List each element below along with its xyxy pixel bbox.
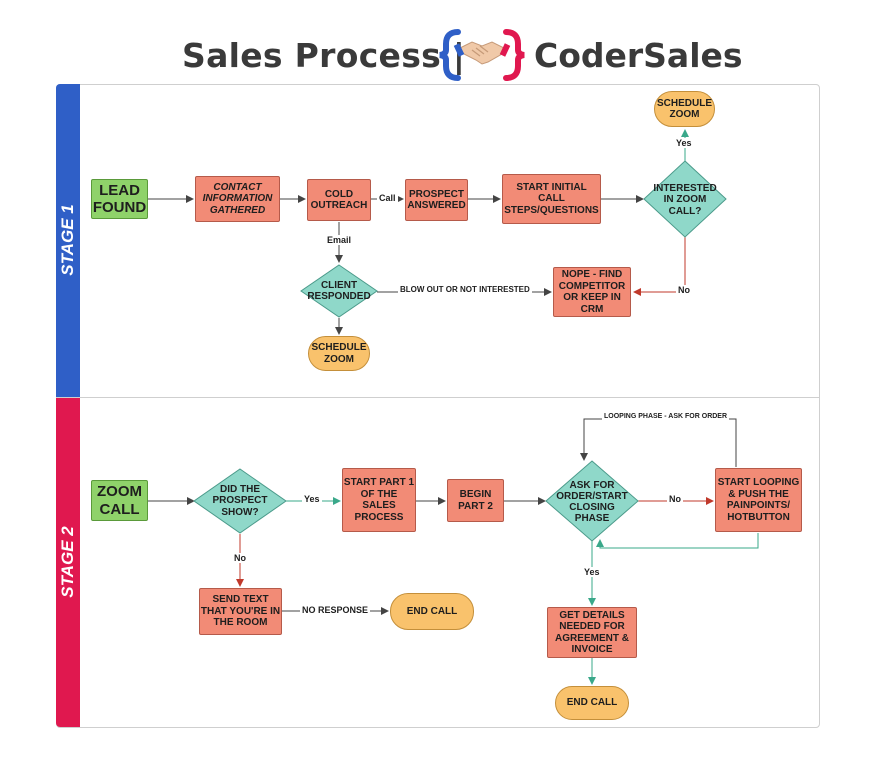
node-end-call-left: END CALL <box>390 593 474 630</box>
handshake-braces-icon <box>436 24 528 84</box>
diamond-client-responded <box>300 264 378 318</box>
node-ask-for-order: ASK FOR ORDER/START CLOSING PHASE <box>556 479 628 525</box>
edge-label-yes-top: Yes <box>674 138 694 148</box>
edge-loop-back <box>596 533 759 549</box>
node-cold-outreach: COLD OUTREACH <box>307 179 371 221</box>
edge-label-no-top: No <box>676 285 692 295</box>
node-start-initial-call: START INITIAL CALL STEPS/QUESTIONS <box>502 174 601 224</box>
brand-name: CoderSales <box>534 36 743 75</box>
node-nope-find: NOPE - FIND COMPETITOR OR KEEP IN CRM <box>553 267 631 317</box>
node-prospect-answered: PROSPECT ANSWERED <box>405 179 468 221</box>
node-zoom-call: ZOOM CALL <box>91 480 148 521</box>
node-get-details: GET DETAILS NEEDED FOR AGREEMENT & INVOI… <box>547 607 637 658</box>
page-title: Sales Process | <box>182 36 466 75</box>
node-start-looping: START LOOPING & PUSH THE PAINPOINTS/ HOT… <box>715 468 802 532</box>
node-lead-found: LEAD FOUND <box>91 179 148 219</box>
edge-looping-phase <box>580 418 737 467</box>
diamond-interested <box>643 160 727 238</box>
edge-interested-no <box>633 237 686 296</box>
stage-divider <box>56 397 819 398</box>
node-did-prospect-show: DID THE PROSPECT SHOW? <box>212 484 268 518</box>
stage-1-bar <box>56 84 80 397</box>
node-end-call-bottom: END CALL <box>555 686 629 720</box>
edge-label-yes-show: Yes <box>302 494 322 504</box>
edge-label-looping-phase: LOOPING PHASE - ASK FOR ORDER <box>602 413 730 420</box>
edge-label-no-response: NO RESPONSE <box>300 605 371 615</box>
edge-label-no-show: No <box>232 553 248 563</box>
edge-label-email: Email <box>325 235 354 245</box>
node-schedule-zoom-bottom: SCHEDULE ZOOM <box>308 336 370 371</box>
edge-label-no-order: No <box>667 494 683 504</box>
node-contact-info: CONTACT INFORMATION GATHERED <box>195 176 280 222</box>
edge-label-call: Call <box>377 193 398 203</box>
stage-2-bar <box>56 398 80 727</box>
node-begin-part2: BEGIN PART 2 <box>447 479 504 522</box>
diamond-did-show <box>193 468 287 534</box>
edge-label-yes-order: Yes <box>582 567 602 577</box>
node-start-part1: START PART 1 OF THE SALES PROCESS <box>342 468 416 532</box>
diamond-ask-order <box>545 460 639 542</box>
edge-label-blow-out: BLOW OUT OR NOT INTERESTED <box>398 285 532 294</box>
node-send-text: SEND TEXT THAT YOU'RE IN THE ROOM <box>199 588 282 635</box>
header: Sales Process | CoderSales <box>0 14 880 81</box>
node-client-responded: CLIENT RESPONDED <box>307 279 371 302</box>
node-schedule-zoom-top: SCHEDULE ZOOM <box>654 91 715 127</box>
node-interested-zoom: INTERESTED IN ZOOM CALL? <box>653 183 717 217</box>
